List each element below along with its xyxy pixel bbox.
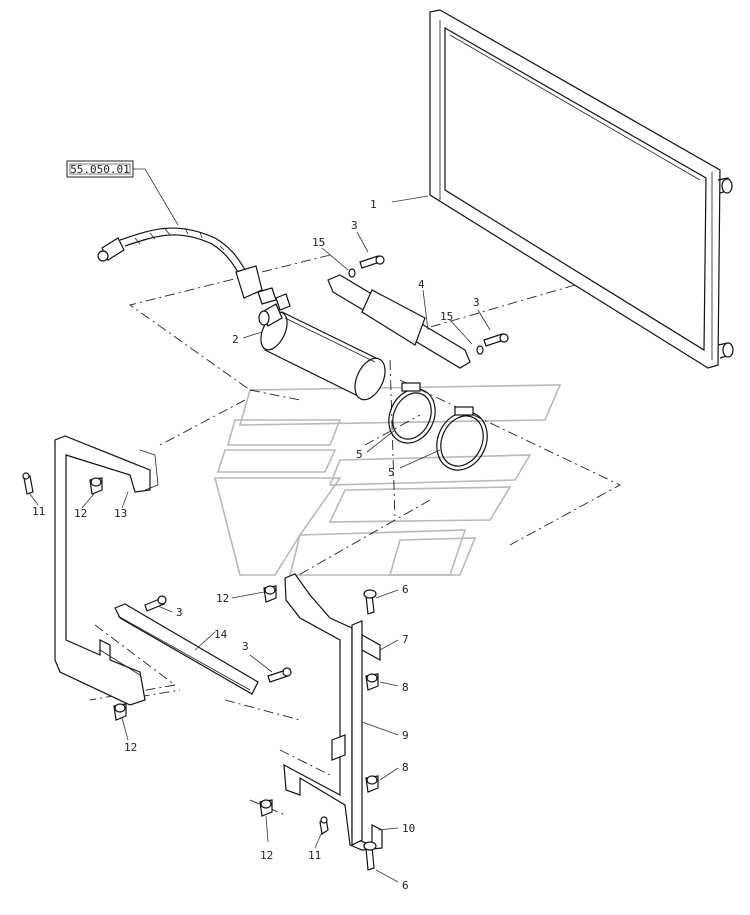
- callout-3: 3: [176, 606, 183, 619]
- bracket-icon: [327, 274, 471, 369]
- callout-12: 12: [124, 741, 137, 754]
- callout-11: 11: [308, 849, 321, 862]
- harness-connector-icon: [97, 227, 277, 305]
- reference-box-label: 55.050.01: [70, 163, 130, 176]
- callout-14: 14: [214, 628, 228, 641]
- callout-7: 7: [402, 633, 409, 646]
- radiator-icon: [429, 9, 734, 369]
- nut-right-icon: [365, 673, 379, 793]
- callout-8: 8: [402, 681, 409, 694]
- nut-icon: [89, 477, 277, 817]
- reference-box[interactable]: 55.050.01: [66, 160, 179, 226]
- callout-5: 5: [356, 448, 363, 461]
- callout-12: 12: [216, 592, 229, 605]
- callout-3: 3: [473, 296, 480, 309]
- callout-11: 11: [32, 505, 45, 518]
- bolt-left-icon: [22, 472, 292, 683]
- receiver-drier-icon: [258, 293, 386, 401]
- callout-15: 15: [312, 236, 325, 249]
- bolt-icon: [359, 255, 509, 347]
- callout-5: 5: [388, 466, 395, 479]
- callout-9: 9: [402, 729, 409, 742]
- bolt-right-icon: [319, 589, 377, 871]
- leader-lines: [29, 195, 491, 883]
- callout-3: 3: [351, 219, 358, 232]
- callout-1: 1: [370, 198, 377, 211]
- hose-clamp-icon: [388, 382, 488, 471]
- callout-2: 2: [232, 333, 239, 346]
- callout-8: 8: [402, 761, 409, 774]
- watermark-logo: [213, 384, 562, 576]
- callout-13: 13: [114, 507, 127, 520]
- callout-labels: 1 2 3 3 3 3 4 5 5 6 6 7 8 8 9 10 11 11 1…: [32, 198, 480, 892]
- callout-15: 15: [440, 310, 453, 323]
- callout-10: 10: [402, 822, 415, 835]
- support-frame-right-icon: [283, 573, 383, 851]
- washer-icon: [348, 268, 484, 355]
- callout-6: 6: [402, 583, 409, 596]
- callout-12: 12: [260, 849, 273, 862]
- callout-3: 3: [242, 640, 249, 653]
- support-frame-icon: [54, 435, 159, 706]
- crossbar-icon: [114, 603, 259, 695]
- callout-6: 6: [402, 879, 409, 892]
- callout-4: 4: [418, 278, 425, 291]
- callout-12: 12: [74, 507, 87, 520]
